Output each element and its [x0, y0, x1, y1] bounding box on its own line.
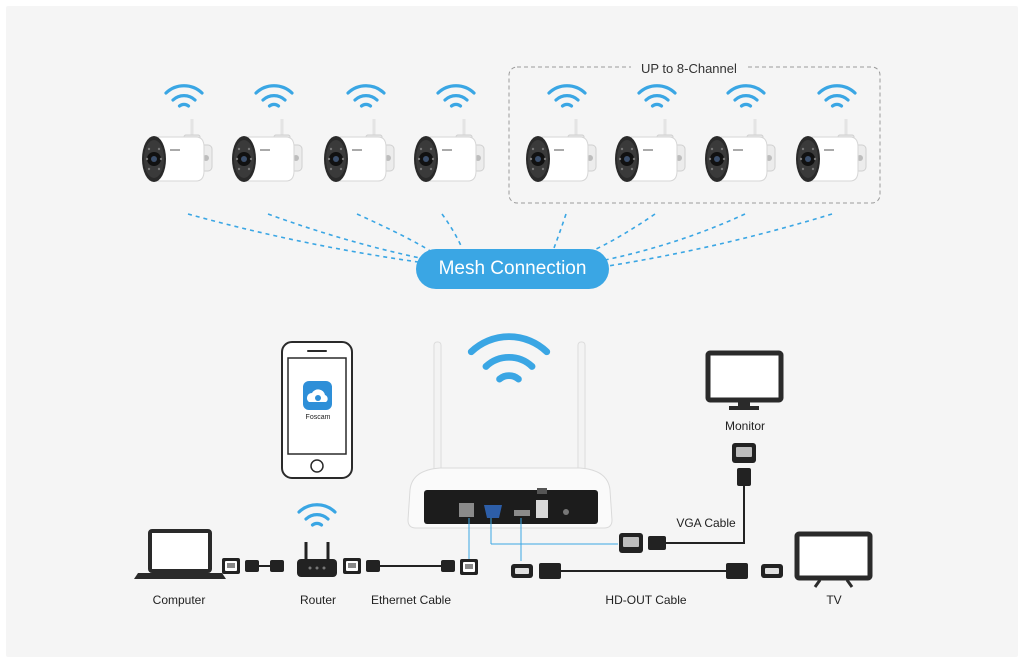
- wifi-icon: [436, 84, 476, 108]
- vga-port: [484, 505, 502, 518]
- vga-cable-label: VGA Cable: [676, 516, 736, 530]
- mesh-connection-badge: Mesh Connection: [416, 249, 609, 289]
- camera-icon: [412, 117, 486, 184]
- router-label: Router: [299, 593, 337, 607]
- hd-out-cable-label: HD-OUT Cable: [605, 593, 687, 607]
- nvr-recorder: [407, 341, 613, 529]
- camera-icon: [613, 117, 687, 184]
- wifi-icon-nvr: [471, 337, 547, 380]
- hd-out-cable: [511, 518, 783, 579]
- computer: [134, 529, 226, 579]
- wifi-icon: [637, 84, 677, 108]
- tv: [794, 531, 873, 588]
- wifi-icon: [164, 84, 204, 108]
- monitor: [705, 350, 784, 410]
- router: [297, 503, 337, 577]
- wifi-icon: [817, 84, 857, 108]
- computer-label: Computer: [152, 593, 206, 607]
- cable-computer-router: [222, 558, 361, 574]
- camera-icon: [230, 117, 304, 184]
- cameras: [140, 117, 868, 184]
- ethernet-port: [459, 503, 474, 517]
- camera-icon: [524, 117, 598, 184]
- wifi-icon-router: [297, 503, 337, 527]
- ethernet-cable: [366, 518, 478, 575]
- smartphone: [281, 341, 353, 479]
- camera-icon: [703, 117, 777, 184]
- monitor-label: Monitor: [724, 419, 766, 433]
- wifi-icon: [254, 84, 294, 108]
- mesh-lines: [187, 213, 833, 267]
- app-name: Foscam: [305, 414, 331, 421]
- camera-icon: [140, 117, 214, 184]
- hdmi-port: [514, 510, 530, 516]
- wifi-icon: [346, 84, 386, 108]
- wifi-icons-cameras: [164, 84, 857, 108]
- wifi-icon: [726, 84, 766, 108]
- camera-icon: [794, 117, 868, 184]
- camera-icon: [322, 117, 396, 184]
- wifi-icon: [547, 84, 587, 108]
- vga-cable: [490, 443, 756, 553]
- channel-group-label: UP to 8-Channel: [631, 61, 747, 76]
- tv-label: TV: [826, 593, 842, 607]
- ethernet-cable-label: Ethernet Cable: [370, 593, 452, 607]
